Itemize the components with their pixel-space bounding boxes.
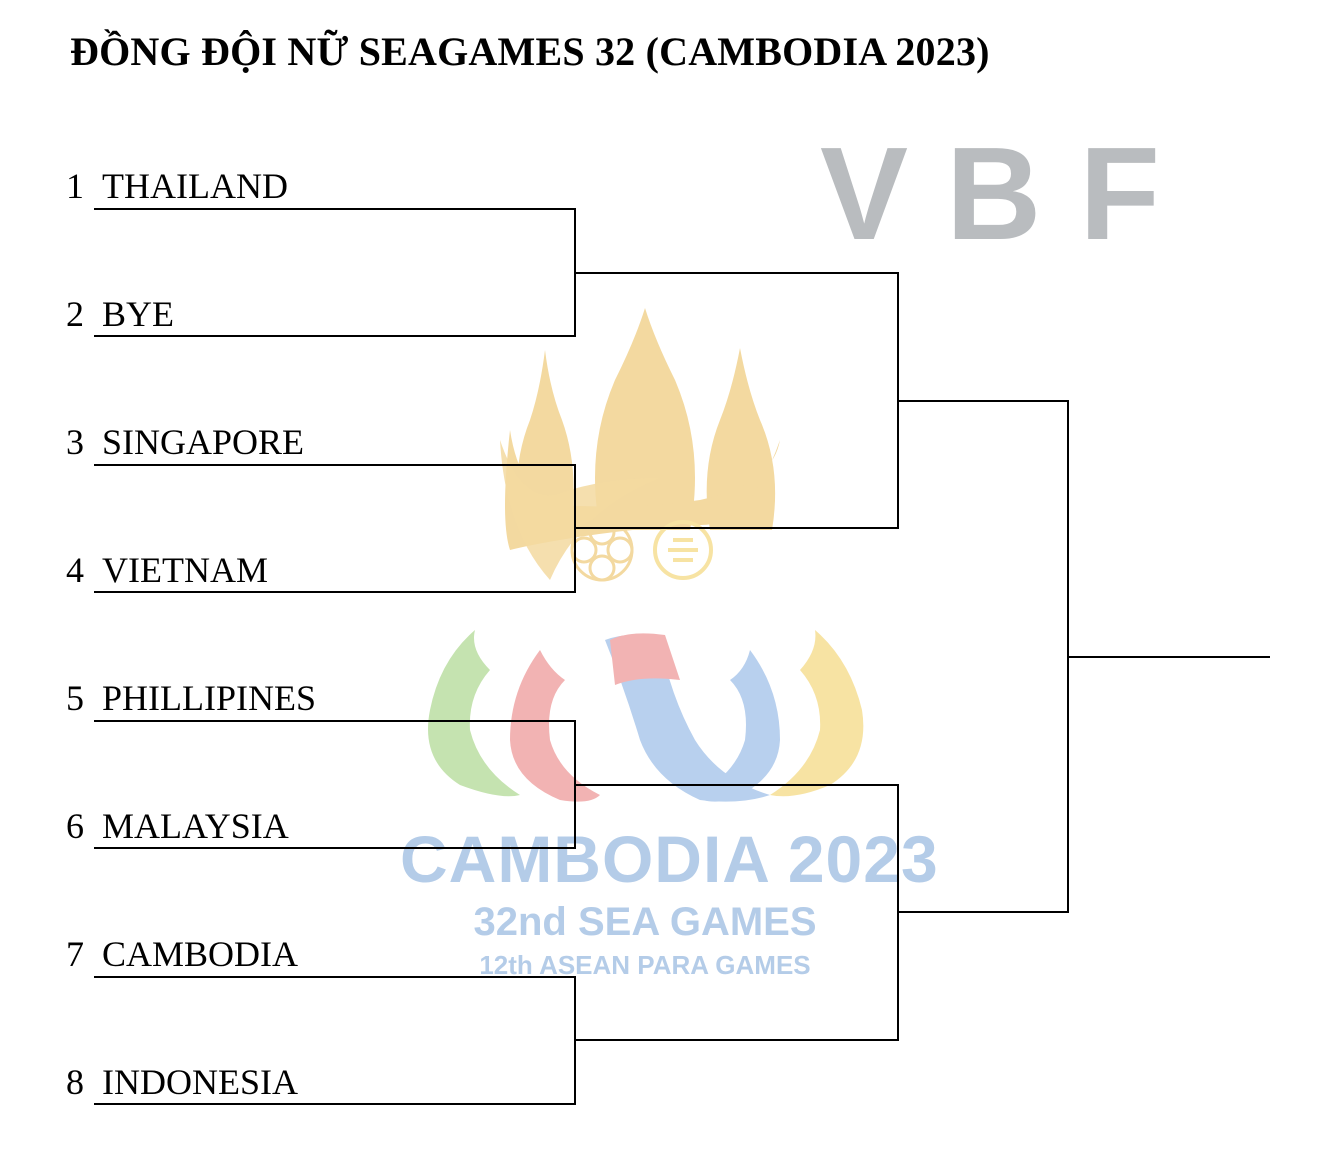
bracket-match-4 bbox=[94, 976, 576, 1105]
naga-yellow-icon bbox=[770, 630, 864, 797]
sea-games-logo bbox=[428, 308, 864, 802]
team-entry: 1 THAILAND bbox=[66, 168, 288, 204]
team-name: INDONESIA bbox=[102, 1062, 298, 1102]
team-entry: 5 PHILLIPINES bbox=[66, 680, 316, 716]
logo-title: CAMBODIA 2023 bbox=[400, 822, 939, 896]
naga-green-icon bbox=[428, 630, 520, 797]
page-title: ĐỒNG ĐỘI NỮ SEAGAMES 32 (CAMBODIA 2023) bbox=[70, 29, 990, 74]
team-entry: 8 INDONESIA bbox=[66, 1064, 298, 1100]
bracket-match-3 bbox=[94, 720, 576, 849]
team-entry: 4 VIETNAM bbox=[66, 552, 268, 588]
bracket-match-1 bbox=[94, 208, 576, 337]
team-name: VIETNAM bbox=[102, 550, 268, 590]
bracket-final bbox=[898, 400, 1069, 913]
team-name: BYE bbox=[102, 294, 174, 334]
team-name: PHILLIPINES bbox=[102, 678, 316, 718]
team-seed: 8 bbox=[66, 1062, 84, 1102]
angkor-crown-icon bbox=[500, 308, 780, 580]
logo-subtitle: 32nd SEA GAMES bbox=[473, 900, 817, 944]
team-name: THAILAND bbox=[102, 166, 288, 206]
team-entry: 2 BYE bbox=[66, 296, 174, 332]
team-entry: 6 MALAYSIA bbox=[66, 808, 289, 844]
bracket-match-2 bbox=[94, 464, 576, 593]
sea-games-flower-icon bbox=[570, 518, 634, 582]
logo-subtitle-2: 12th ASEAN PARA GAMES bbox=[479, 950, 811, 980]
vbf-watermark: VBF bbox=[820, 120, 1198, 267]
team-seed: 5 bbox=[66, 678, 84, 718]
team-seed: 7 bbox=[66, 934, 84, 974]
team-entry: 7 CAMBODIA bbox=[66, 936, 298, 972]
asean-emblem-icon bbox=[653, 520, 713, 580]
team-seed: 6 bbox=[66, 806, 84, 846]
team-name: MALAYSIA bbox=[102, 806, 289, 846]
naga-center-red-icon bbox=[610, 633, 680, 685]
team-seed: 4 bbox=[66, 550, 84, 590]
bracket-semifinal-1 bbox=[575, 272, 899, 529]
team-seed: 2 bbox=[66, 294, 84, 334]
team-seed: 3 bbox=[66, 422, 84, 462]
team-name: CAMBODIA bbox=[102, 934, 299, 974]
naga-red-icon bbox=[510, 650, 600, 802]
naga-blue-icon bbox=[695, 650, 780, 802]
team-entry: 3 SINGAPORE bbox=[66, 424, 304, 460]
team-seed: 1 bbox=[66, 166, 84, 206]
team-name: SINGAPORE bbox=[102, 422, 305, 462]
bracket-semifinal-2 bbox=[575, 784, 899, 1041]
